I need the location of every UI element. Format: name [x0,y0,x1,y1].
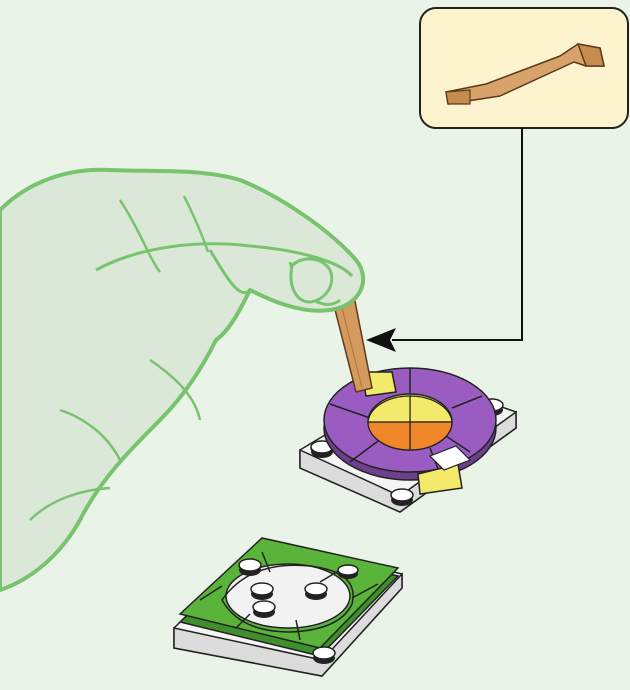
hand-icon [0,170,363,590]
purple-tile-assembly [300,368,516,512]
pointer-arrow-icon [366,128,522,352]
green-tile-assembly [174,538,402,676]
tool-callout-panel [420,8,628,128]
